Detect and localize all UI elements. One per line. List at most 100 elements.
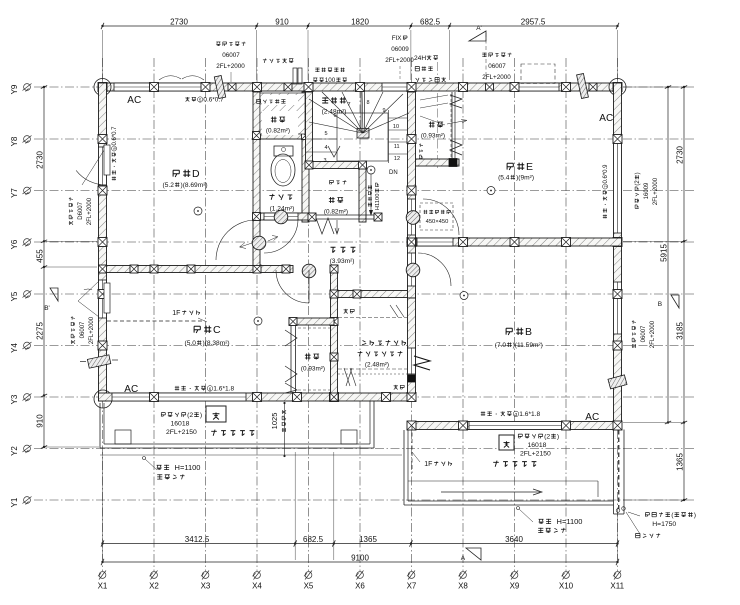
svg-text:(2: (2 [187, 412, 193, 419]
svg-text:2957.5: 2957.5 [521, 18, 546, 27]
svg-text:Y8: Y8 [10, 136, 19, 146]
svg-text:AC: AC [127, 95, 141, 106]
svg-text:06007: 06007 [222, 52, 240, 59]
svg-text:8: 8 [367, 100, 370, 106]
svg-text:10: 10 [393, 124, 399, 130]
svg-text:2275: 2275 [36, 322, 45, 340]
svg-text:16018: 16018 [528, 442, 547, 449]
svg-text:2FL+2000: 2FL+2000 [87, 197, 93, 225]
svg-text:1365: 1365 [676, 453, 685, 471]
svg-text:11: 11 [394, 144, 400, 150]
svg-text:100: 100 [325, 77, 336, 84]
svg-text:X8: X8 [458, 582, 468, 591]
svg-text:): ) [635, 172, 641, 174]
svg-text:X11: X11 [610, 582, 624, 591]
svg-text:1F: 1F [424, 461, 432, 468]
svg-text:3: 3 [515, 412, 518, 417]
svg-text:X5: X5 [304, 582, 314, 591]
svg-text:AC: AC [585, 412, 599, 423]
svg-text:DN: DN [389, 170, 398, 176]
svg-text:2FL+2000: 2FL+2000 [653, 177, 659, 205]
svg-text:(0.93m²): (0.93m²) [301, 366, 325, 373]
svg-text:(7.0: (7.0 [495, 342, 507, 349]
svg-text:A': A' [476, 25, 482, 32]
svg-text:)(9m²): )(9m²) [516, 175, 534, 182]
svg-text:910: 910 [36, 414, 45, 428]
svg-text:X4: X4 [252, 582, 262, 591]
svg-text:FIX: FIX [392, 35, 403, 42]
svg-text:3640: 3640 [505, 535, 523, 544]
svg-text:X10: X10 [559, 582, 574, 591]
svg-text:7: 7 [348, 102, 351, 108]
svg-text:AC: AC [599, 113, 613, 124]
svg-text:12: 12 [394, 156, 400, 162]
svg-text:(0.82m²): (0.82m²) [324, 209, 348, 216]
svg-text:910: 910 [275, 18, 289, 27]
svg-text:X7: X7 [407, 582, 417, 591]
svg-text:B: B [525, 326, 532, 338]
svg-text:X3: X3 [201, 582, 211, 591]
svg-text:(0.82m²): (0.82m²) [266, 128, 290, 135]
svg-text:06007: 06007 [80, 321, 86, 338]
svg-text:16018: 16018 [171, 421, 190, 428]
svg-text:06009: 06009 [391, 46, 409, 53]
svg-text:H=1750: H=1750 [652, 521, 676, 528]
svg-text:2FL+2000: 2FL+2000 [89, 316, 95, 344]
svg-text:X2: X2 [149, 582, 159, 591]
svg-text:E: E [526, 161, 533, 173]
svg-text:Y3: Y3 [10, 394, 19, 404]
svg-text:Y9: Y9 [10, 84, 19, 94]
svg-text:): ) [200, 412, 202, 419]
svg-text:0.6*0.7: 0.6*0.7 [203, 97, 224, 104]
svg-text:B: B [658, 301, 662, 308]
svg-text:H=1100: H=1100 [170, 463, 200, 472]
svg-text:(5.0: (5.0 [185, 340, 197, 347]
svg-text:5: 5 [325, 131, 328, 137]
svg-text:5: 5 [199, 97, 202, 102]
svg-text:682.5: 682.5 [420, 18, 441, 27]
svg-text:(3.93m²): (3.93m²) [330, 258, 355, 265]
svg-text:(1.24m²): (1.24m²) [270, 206, 295, 213]
svg-text:(: ( [671, 512, 674, 519]
svg-text:Y1: Y1 [10, 497, 19, 507]
svg-text:06007: 06007 [641, 325, 647, 342]
svg-text:X6: X6 [355, 582, 365, 591]
svg-text:2FL+2000: 2FL+2000 [482, 74, 511, 81]
svg-text:H=1100: H=1100 [552, 517, 582, 526]
svg-text:1.6*1.8: 1.6*1.8 [213, 386, 234, 393]
svg-text:2730: 2730 [676, 146, 685, 164]
svg-text:Y5: Y5 [10, 291, 19, 301]
svg-text:(5.2: (5.2 [163, 182, 175, 189]
svg-text:682.5: 682.5 [303, 535, 324, 544]
svg-text:(2.48m²): (2.48m²) [365, 362, 389, 369]
svg-text:(5.4: (5.4 [498, 175, 510, 182]
svg-text:06007: 06007 [488, 63, 506, 70]
svg-text:24H: 24H [414, 55, 426, 62]
svg-text:(2: (2 [544, 434, 550, 441]
svg-text:2: 2 [603, 185, 608, 188]
svg-text:(2.48m²): (2.48m²) [322, 109, 347, 116]
svg-text:1F: 1F [172, 310, 180, 317]
svg-text:Y4: Y4 [10, 343, 19, 353]
svg-text:16009: 16009 [644, 182, 650, 199]
svg-text:0.6*0.9: 0.6*0.9 [603, 164, 609, 184]
svg-text:2FL+2150: 2FL+2150 [166, 429, 197, 436]
svg-text:D6007: D6007 [78, 201, 84, 219]
svg-text:): ) [694, 512, 696, 519]
svg-text:2FL+2000: 2FL+2000 [216, 63, 245, 70]
svg-text:9100: 9100 [351, 554, 369, 563]
svg-text:1365: 1365 [359, 535, 377, 544]
svg-text:D: D [192, 168, 200, 180]
svg-text:Y2: Y2 [10, 446, 19, 456]
svg-text:C: C [213, 324, 221, 336]
svg-text:(2: (2 [635, 180, 641, 186]
svg-text:1025: 1025 [270, 413, 279, 430]
svg-text:4: 4 [325, 145, 328, 151]
svg-text:3185: 3185 [676, 322, 685, 340]
svg-text:Y7: Y7 [10, 188, 19, 198]
svg-text:Y6: Y6 [10, 239, 19, 249]
svg-text:2730: 2730 [170, 18, 188, 27]
svg-text:B': B' [44, 305, 50, 312]
svg-text:455: 455 [36, 249, 45, 263]
svg-text:)(11.59m²): )(11.59m²) [513, 342, 543, 349]
